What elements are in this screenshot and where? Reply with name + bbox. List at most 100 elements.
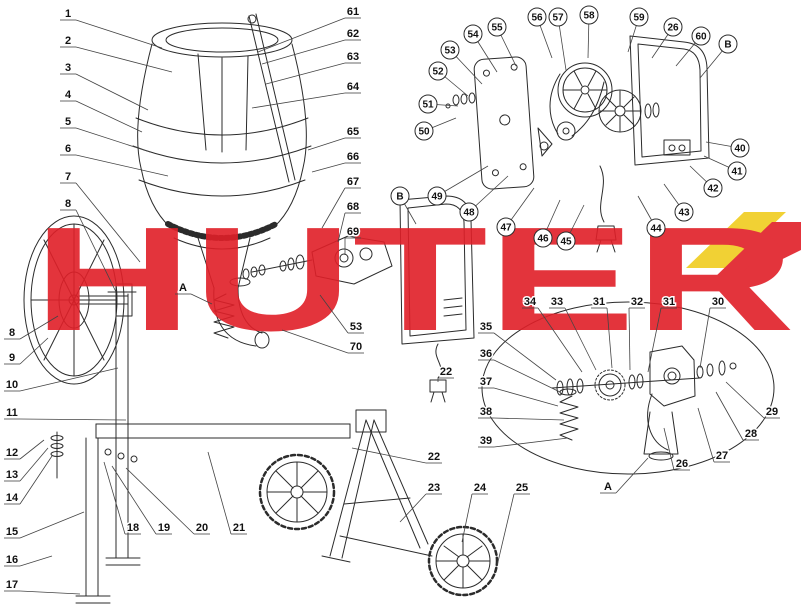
label-number: 54 xyxy=(467,30,479,41)
part-label-9: 9 xyxy=(4,337,49,365)
label-number: 52 xyxy=(432,67,444,78)
leader-line xyxy=(75,46,173,73)
label-number: 12 xyxy=(6,447,18,459)
leader-line xyxy=(537,307,583,373)
part-label-24: 24 xyxy=(461,480,488,543)
label-number: 63 xyxy=(347,51,359,63)
leader-line xyxy=(125,467,195,535)
part-label-circled-41: 41 xyxy=(703,155,747,181)
part-label-65: 65 xyxy=(307,124,361,151)
label-number: 57 xyxy=(552,13,564,24)
part-label-38: 38 xyxy=(478,404,565,421)
part-label-16: 16 xyxy=(4,552,53,567)
label-circle xyxy=(496,217,516,237)
leader-line xyxy=(725,381,765,419)
leader-line xyxy=(75,182,141,263)
label-number: 66 xyxy=(347,151,359,163)
part-label-33: 33 xyxy=(549,294,597,371)
leader-line xyxy=(261,39,346,65)
leader-line xyxy=(75,209,117,293)
label-number: 56 xyxy=(531,13,543,24)
leader-line xyxy=(19,315,59,340)
part-label-70: 70 xyxy=(281,329,364,354)
part-label-14: 14 xyxy=(4,455,53,505)
part-label-13: 13 xyxy=(4,447,49,482)
leader-line xyxy=(207,451,232,535)
label-circle xyxy=(418,94,438,114)
part-label-circled-45: 45 xyxy=(556,204,585,251)
leader-line xyxy=(111,465,157,535)
label-number: 62 xyxy=(347,28,359,40)
label-circle xyxy=(390,186,410,206)
drive-bracket-art xyxy=(242,235,393,285)
label-number: 59 xyxy=(633,13,645,24)
label-number: 6 xyxy=(65,143,71,155)
part-label-62: 62 xyxy=(261,26,361,65)
label-number: 26 xyxy=(667,23,679,34)
part-label-39: 39 xyxy=(478,433,569,448)
stand-frame-art xyxy=(50,291,351,604)
label-circle xyxy=(579,5,599,25)
label-circle xyxy=(730,138,750,158)
label-number: 2 xyxy=(65,35,71,47)
part-label-64: 64 xyxy=(251,79,361,109)
label-number: 64 xyxy=(347,81,360,93)
label-number: 45 xyxy=(560,237,572,248)
part-label-66: 66 xyxy=(311,149,361,173)
part-label-circled-42: 42 xyxy=(689,165,723,198)
leader-line xyxy=(606,307,613,369)
label-circle xyxy=(556,231,576,251)
label-number: 55 xyxy=(491,23,503,34)
label-number: 49 xyxy=(431,192,443,203)
part-label-22: 22 xyxy=(351,447,442,464)
label-circle xyxy=(703,178,723,198)
part-label-circled-55: 55 xyxy=(487,17,517,67)
label-number: 70 xyxy=(350,341,362,353)
label-number: 48 xyxy=(463,208,475,219)
part-label-21: 21 xyxy=(207,451,247,535)
part-label-7: 7 xyxy=(60,169,141,263)
label-number: 47 xyxy=(500,223,512,234)
label-number: 5 xyxy=(65,116,71,128)
leader-line xyxy=(663,427,675,471)
part-label-22: 22 xyxy=(437,364,454,382)
label-number: 61 xyxy=(347,6,359,18)
part-label-32: 32 xyxy=(628,294,645,371)
label-number: 50 xyxy=(418,127,430,138)
hand-wheel-art xyxy=(23,215,133,385)
label-number: 7 xyxy=(65,171,71,183)
part-label-circled-26: 26 xyxy=(651,17,683,59)
part-label-circled-54: 54 xyxy=(463,24,498,73)
part-label-30: 30 xyxy=(699,294,726,369)
label-circle xyxy=(527,7,547,27)
label-number: 28 xyxy=(745,428,757,440)
leader-line xyxy=(19,337,49,365)
label-circle xyxy=(646,218,666,238)
label-number: 3 xyxy=(65,62,71,74)
label-number: 32 xyxy=(631,296,643,308)
leader-line xyxy=(351,447,427,464)
label-number: 16 xyxy=(6,554,18,566)
label-number: 35 xyxy=(480,321,492,333)
discharge-chute-art xyxy=(197,237,270,349)
part-label-20: 20 xyxy=(125,467,210,535)
part-label-circled-56: 56 xyxy=(527,7,553,59)
leader-line xyxy=(19,555,53,567)
label-number: 41 xyxy=(731,167,743,178)
part-label-27: 27 xyxy=(697,407,730,463)
leader-line xyxy=(493,417,565,421)
part-label-37: 37 xyxy=(478,374,559,407)
part-label-28: 28 xyxy=(715,391,759,441)
label-circle xyxy=(718,34,738,54)
leader-line xyxy=(647,307,662,373)
part-label-68: 68 xyxy=(337,199,361,243)
label-circle xyxy=(691,26,711,46)
label-circle xyxy=(463,24,483,44)
part-label-circled-51: 51 xyxy=(418,94,459,114)
label-circle xyxy=(414,121,434,141)
label-circle xyxy=(428,61,448,81)
part-label-circled-46: 46 xyxy=(533,199,561,248)
leader-line xyxy=(399,493,427,523)
leader-line xyxy=(19,590,81,595)
